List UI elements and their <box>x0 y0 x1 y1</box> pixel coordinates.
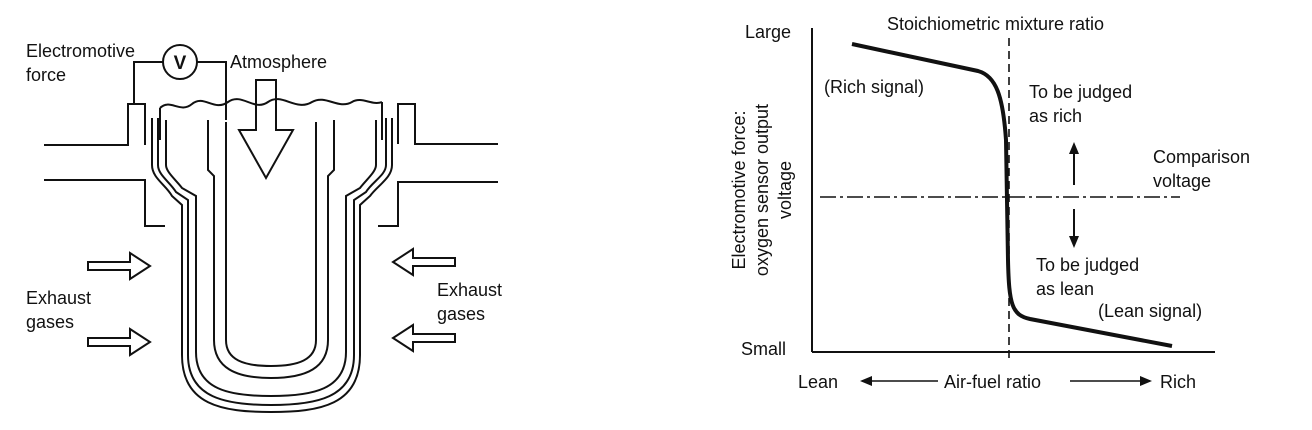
sensor-element-outer <box>151 118 393 414</box>
oxygen-sensor-diagram: V Electromotive force Atmosphere Exhaust… <box>26 41 502 414</box>
comparison-voltage-label-line2: voltage <box>1153 171 1211 191</box>
x-axis-title: Air-fuel ratio <box>944 372 1041 392</box>
exhaust-label-left-line2: gases <box>26 312 74 332</box>
judged-rich-arrow-icon <box>1069 142 1079 185</box>
exhaust-arrow-left-bottom-icon <box>87 327 152 357</box>
lean-direction-arrow-icon <box>860 376 938 386</box>
judged-rich-label-line1: To be judged <box>1029 82 1132 102</box>
sensor-housing-top <box>159 98 383 109</box>
electrode-wiring: V <box>133 44 227 120</box>
emf-label-line1: Electromotive <box>26 41 135 61</box>
lean-signal-label: (Lean signal) <box>1098 301 1202 321</box>
judged-lean-arrow-icon <box>1069 209 1079 248</box>
sensor-element-layer-2 <box>157 118 387 407</box>
sensor-element-layer-3 <box>165 120 377 398</box>
rich-direction-arrow-icon <box>1070 376 1152 386</box>
exhaust-arrow-right-top-icon <box>391 247 456 277</box>
exhaust-pipe-walls <box>44 103 498 227</box>
y-axis-title-line2: oxygen sensor output <box>752 104 772 276</box>
y-axis-large-label: Large <box>745 22 791 42</box>
y-axis-title: Electromotive force: oxygen sensor outpu… <box>729 104 795 276</box>
exhaust-arrow-left-top-icon <box>87 251 152 281</box>
comparison-voltage-label-line1: Comparison <box>1153 147 1250 167</box>
y-axis-small-label: Small <box>741 339 786 359</box>
sensor-element-inner <box>207 120 335 380</box>
x-axis-lean-label: Lean <box>798 372 838 392</box>
exhaust-label-left-line1: Exhaust <box>26 288 91 308</box>
x-axis-rich-label: Rich <box>1160 372 1196 392</box>
atmosphere-arrow-icon <box>237 79 295 181</box>
atmosphere-label: Atmosphere <box>230 52 327 72</box>
voltmeter-icon <box>162 44 198 80</box>
emf-label-line2: force <box>26 65 66 85</box>
exhaust-label-right-line1: Exhaust <box>437 280 502 300</box>
exhaust-label-right-line2: gases <box>437 304 485 324</box>
judged-rich-label-line2: as rich <box>1029 106 1082 126</box>
rich-signal-label: (Rich signal) <box>824 77 924 97</box>
sensor-element-core <box>225 122 317 368</box>
voltmeter-symbol: V <box>174 53 187 74</box>
y-axis-title-line1: Electromotive force: <box>729 110 749 269</box>
exhaust-arrow-right-bottom-icon <box>391 323 456 353</box>
judged-lean-label-line1: To be judged <box>1036 255 1139 275</box>
y-axis-title-line3: voltage <box>775 161 795 219</box>
stoichiometric-label: Stoichiometric mixture ratio <box>887 14 1104 34</box>
judged-lean-label-line2: as lean <box>1036 279 1094 299</box>
sensor-output-curve <box>851 42 1173 348</box>
voltage-graph: Large Small Electromotive force: oxygen … <box>729 14 1250 392</box>
